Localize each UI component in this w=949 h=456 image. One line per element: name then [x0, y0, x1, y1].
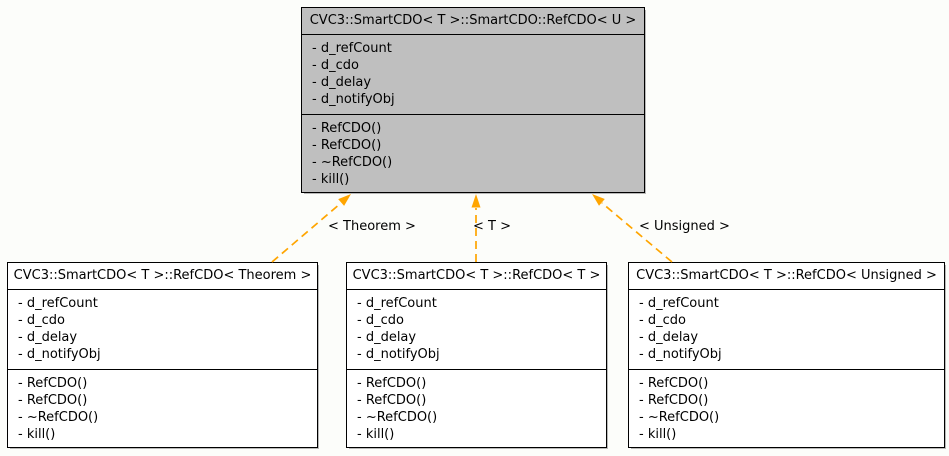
attribute: - d_notifyObj — [639, 347, 722, 362]
attribute: - d_delay — [639, 330, 699, 345]
attributes-section: - d_refCount - d_cdo - d_delay - d_notif… — [629, 290, 944, 370]
arrowhead-theorem-icon — [338, 194, 351, 206]
attribute: - d_cdo — [357, 313, 404, 328]
attribute: - d_refCount — [312, 41, 392, 56]
methods-section: - RefCDO() - RefCDO() - ~RefCDO() - kill… — [347, 370, 606, 447]
method: - kill() — [312, 172, 350, 187]
edge-label-t: < T > — [473, 219, 511, 234]
methods-section: - RefCDO() - RefCDO() - ~RefCDO() - kill… — [629, 370, 944, 447]
methods-section: - RefCDO() - RefCDO() - ~RefCDO() - kill… — [8, 370, 317, 447]
method: - RefCDO() — [639, 376, 709, 391]
class-node-refcdo-t[interactable]: CVC3::SmartCDO< T >::RefCDO< T > - d_ref… — [346, 262, 607, 448]
arrowhead-unsigned-icon — [592, 194, 605, 206]
attribute: - d_delay — [18, 330, 78, 345]
method: - ~RefCDO() — [357, 410, 438, 425]
method: - RefCDO() — [18, 393, 88, 408]
edge-label-theorem: < Theorem > — [328, 219, 416, 234]
method: - ~RefCDO() — [312, 155, 393, 170]
method: - kill() — [639, 427, 677, 442]
class-node-refcdo-u[interactable]: CVC3::SmartCDO< T >::SmartCDO::RefCDO< U… — [301, 7, 645, 193]
methods-section: - RefCDO() - RefCDO() - ~RefCDO() - kill… — [302, 115, 644, 192]
method: - RefCDO() — [639, 393, 709, 408]
edge-label-unsigned: < Unsigned > — [639, 219, 730, 234]
attributes-section: - d_refCount - d_cdo - d_delay - d_notif… — [302, 35, 644, 115]
class-title: CVC3::SmartCDO< T >::RefCDO< T > — [347, 263, 606, 290]
class-node-refcdo-unsigned[interactable]: CVC3::SmartCDO< T >::RefCDO< Unsigned > … — [628, 262, 945, 448]
class-title: CVC3::SmartCDO< T >::RefCDO< Unsigned > — [629, 263, 944, 290]
method: - ~RefCDO() — [18, 410, 99, 425]
attribute: - d_refCount — [639, 296, 719, 311]
method: - RefCDO() — [357, 376, 427, 391]
attributes-section: - d_refCount - d_cdo - d_delay - d_notif… — [8, 290, 317, 370]
attributes-section: - d_refCount - d_cdo - d_delay - d_notif… — [347, 290, 606, 370]
attribute: - d_notifyObj — [18, 347, 101, 362]
method: - RefCDO() — [18, 376, 88, 391]
attribute: - d_notifyObj — [312, 92, 395, 107]
attribute: - d_delay — [357, 330, 417, 345]
class-title: CVC3::SmartCDO< T >::RefCDO< Theorem > — [8, 263, 317, 290]
arrowhead-t-icon — [471, 194, 481, 208]
method: - ~RefCDO() — [639, 410, 720, 425]
attribute: - d_cdo — [312, 58, 359, 73]
method: - RefCDO() — [357, 393, 427, 408]
attribute: - d_delay — [312, 75, 372, 90]
attribute: - d_refCount — [18, 296, 98, 311]
method: - RefCDO() — [312, 121, 382, 136]
attribute: - d_refCount — [357, 296, 437, 311]
class-node-refcdo-theorem[interactable]: CVC3::SmartCDO< T >::RefCDO< Theorem > -… — [7, 262, 318, 448]
method: - kill() — [357, 427, 395, 442]
method: - kill() — [18, 427, 56, 442]
attribute: - d_notifyObj — [357, 347, 440, 362]
method: - RefCDO() — [312, 138, 382, 153]
attribute: - d_cdo — [639, 313, 686, 328]
class-title: CVC3::SmartCDO< T >::SmartCDO::RefCDO< U… — [302, 8, 644, 35]
attribute: - d_cdo — [18, 313, 65, 328]
